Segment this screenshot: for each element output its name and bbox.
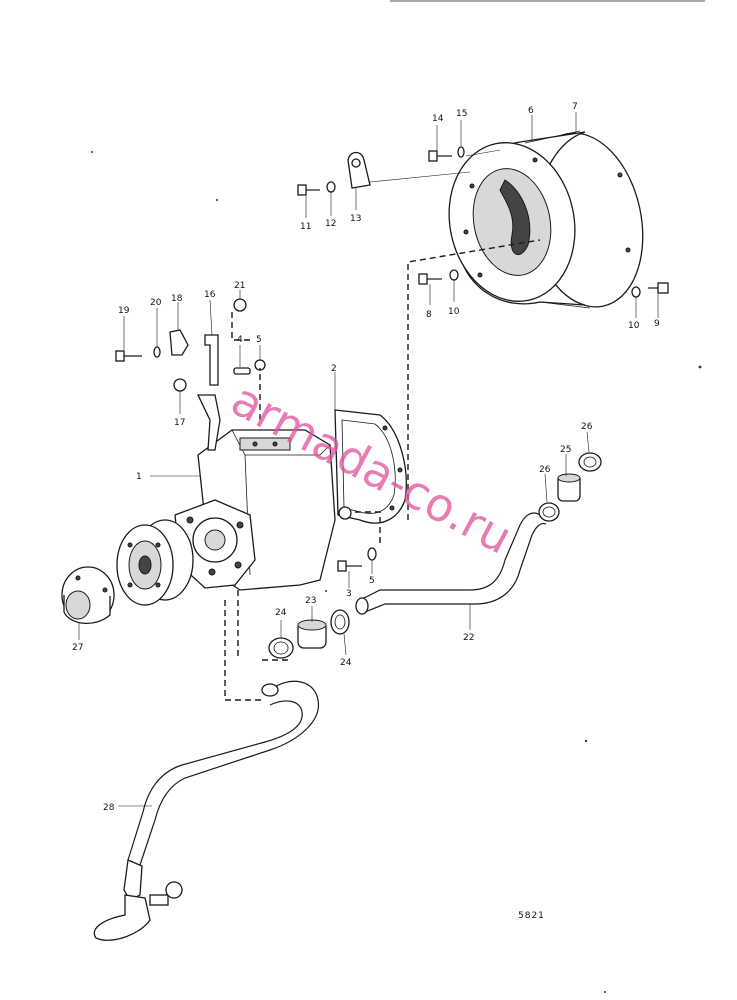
output-coupling bbox=[116, 519, 194, 606]
callout-12: 12 bbox=[325, 219, 336, 229]
leader-lines bbox=[78, 112, 659, 807]
callout-10-lower: 10 bbox=[628, 321, 640, 331]
assembly-guide-lines bbox=[224, 239, 541, 701]
drawing-reference-number: 5821 bbox=[518, 911, 545, 921]
callout-23: 23 bbox=[305, 596, 316, 606]
flywheel-housing bbox=[448, 130, 644, 309]
callout-10-upper: 10 bbox=[448, 307, 460, 317]
callout-2: 2 bbox=[331, 364, 337, 374]
callout-22: 22 bbox=[463, 633, 474, 643]
callout-9: 9 bbox=[654, 319, 660, 329]
callout-5-lower: 5 bbox=[369, 576, 375, 586]
callout-24-left: 24 bbox=[275, 608, 287, 618]
callout-6: 6 bbox=[528, 106, 534, 116]
callout-7: 7 bbox=[572, 102, 578, 112]
pipe-part-22 bbox=[355, 512, 547, 615]
gasket bbox=[334, 409, 407, 524]
callout-16: 16 bbox=[204, 290, 216, 300]
callout-14: 14 bbox=[432, 114, 444, 124]
callout-27: 27 bbox=[72, 643, 83, 653]
bracket-part-16 bbox=[196, 334, 221, 451]
callout-17: 17 bbox=[174, 418, 185, 428]
callout-25: 25 bbox=[560, 445, 571, 455]
pipe-part-28 bbox=[93, 680, 320, 941]
callout-labels: 1 2 3 4 5 5 6 7 8 9 10 10 11 12 13 14 15… bbox=[72, 102, 660, 813]
callout-11: 11 bbox=[300, 222, 311, 232]
callout-21: 21 bbox=[234, 281, 245, 291]
gearbox-body bbox=[174, 429, 352, 591]
callout-18: 18 bbox=[171, 294, 183, 304]
callout-26-right: 26 bbox=[581, 422, 593, 432]
callout-26-left: 26 bbox=[539, 465, 551, 475]
callout-3: 3 bbox=[346, 589, 352, 599]
callout-5-upper: 5 bbox=[256, 335, 262, 345]
flange-part-27 bbox=[61, 566, 115, 624]
hose-fittings bbox=[268, 452, 602, 659]
callout-1: 1 bbox=[136, 472, 142, 482]
callout-19: 19 bbox=[118, 306, 130, 316]
callout-24-right: 24 bbox=[340, 658, 352, 668]
callout-13: 13 bbox=[350, 214, 361, 224]
callout-20: 20 bbox=[150, 298, 162, 308]
scan-specks bbox=[91, 151, 702, 993]
callout-15: 15 bbox=[456, 109, 467, 119]
callout-28: 28 bbox=[103, 803, 115, 813]
callout-8: 8 bbox=[426, 310, 432, 320]
callout-4: 4 bbox=[237, 335, 243, 345]
